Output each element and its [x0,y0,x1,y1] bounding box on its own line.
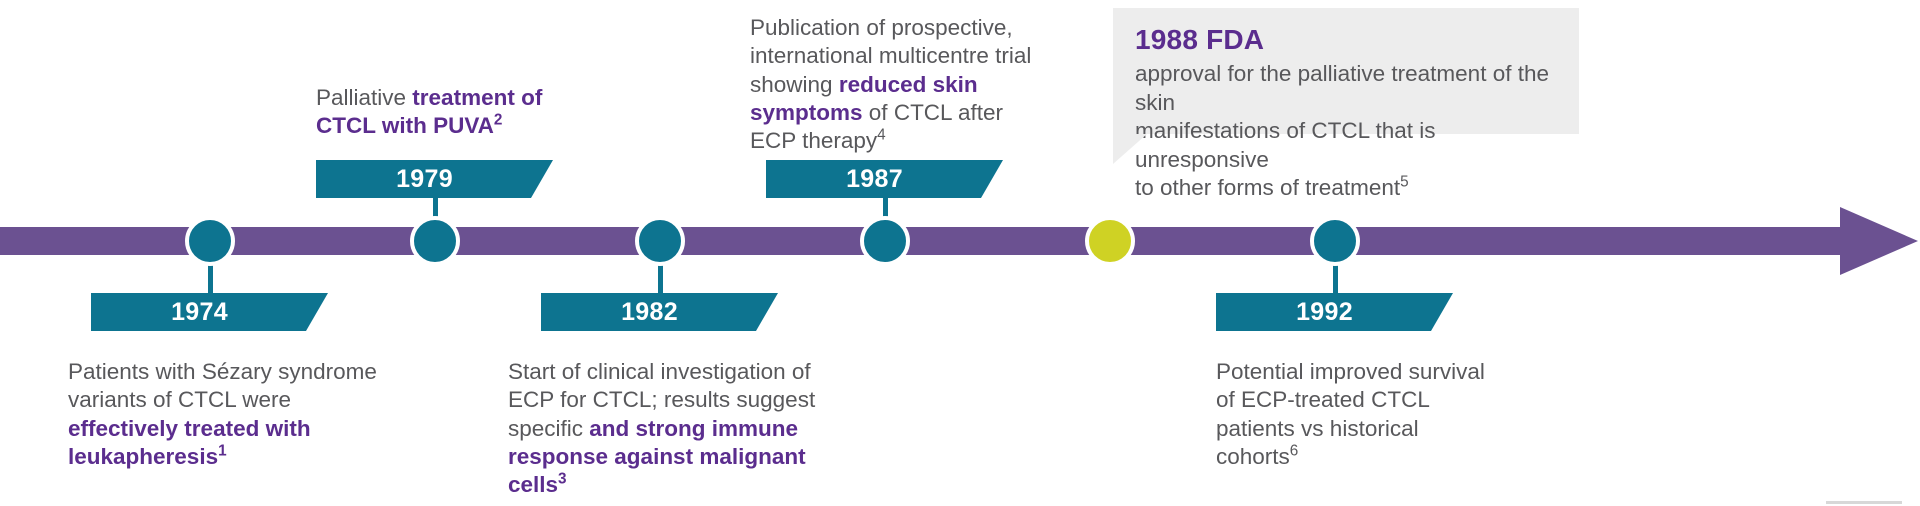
year-label-1974: 1974 [171,297,228,326]
timeline-node-1974[interactable] [185,216,235,266]
fda-callout-title: 1988 FDA [1135,24,1265,55]
caption-1987-line-3: showing [750,71,839,97]
caption-1974-line-2: variants of CTCL were [68,387,291,413]
caption-1987-line-1: Publication of prospective, [750,15,1013,40]
year-label-1979: 1979 [396,164,453,193]
timeline-node-1979[interactable] [410,216,460,266]
year-label-1987: 1987 [846,164,903,193]
caption-1992: Potential improved survival of ECP-treat… [1216,358,1516,471]
year-ribbon-1982[interactable]: 1982 [541,293,778,331]
caption-1982-line-2: ECP for CTCL; results suggest [508,387,816,413]
caption-1992-line-2: of ECP-treated CTCL [1216,387,1430,413]
caption-1987-emphasis-1: reduced skin [838,71,978,97]
fda-callout-line-3: to other forms of treatment [1135,175,1401,201]
year-ribbon-1979[interactable]: 1979 [316,160,553,198]
caption-1992-line-4: cohorts [1216,444,1290,470]
caption-1974: Patients with Sézary syndrome variants o… [68,358,378,471]
timeline-axis-bar [0,227,1852,255]
fda-callout-line-2: manifestations of CTCL that is unrespons… [1135,118,1436,172]
caption-1982-line-3: specific [508,415,590,441]
caption-1987-line-5: ECP therapy [750,128,878,154]
fda-callout-ref: 5 [1400,173,1409,191]
fda-callout-pointer [1113,134,1147,164]
caption-1979-emphasis-1: treatment of [412,85,543,110]
caption-1982-emphasis-3: cells [508,472,559,498]
caption-1974-line-1: Patients with Sézary syndrome [68,359,377,384]
year-ribbon-1987[interactable]: 1987 [766,160,1003,198]
caption-1982-emphasis-2: response against malignant [508,444,806,470]
caption-1992-line-3: patients vs historical [1216,415,1419,441]
stem-1992 [1333,255,1338,305]
fda-callout-box: 1988 FDA approval for the palliative tre… [1113,8,1579,200]
caption-1987: Publication of prospective, internationa… [750,14,1050,156]
stem-1987 [883,173,888,228]
caption-1987-ref: 4 [877,126,886,144]
caption-1987-line-4: of CTCL after [862,100,1004,126]
caption-1982-line-1: Start of clinical investigation of [508,359,811,384]
fda-callout-body: approval for the palliative treatment of… [1135,60,1557,203]
corner-rule [1826,501,1902,504]
caption-1982-ref: 3 [558,470,567,488]
caption-1979: Palliative treatment of CTCL with PUVA2 [316,84,616,141]
caption-1987-line-2: international multicentre trial [750,43,1032,69]
caption-1974-ref: 1 [218,442,227,460]
year-ribbon-1974[interactable]: 1974 [91,293,328,331]
timeline-node-1982[interactable] [635,216,685,266]
stem-1982 [658,255,663,305]
caption-1987-emphasis-2: symptoms [750,100,863,126]
caption-1979-ref: 2 [493,111,503,129]
year-label-1982: 1982 [621,297,678,326]
year-label-1992: 1992 [1296,297,1353,326]
caption-1974-emphasis-2: leukapheresis [68,444,219,470]
fda-callout-line-1: approval for the palliative treatment of… [1135,61,1549,115]
stem-1974 [208,255,213,305]
stem-1979 [433,173,438,228]
caption-1979-emphasis-2: CTCL with PUVA [316,113,494,139]
caption-1982: Start of clinical investigation of ECP f… [508,358,828,500]
caption-1982-emphasis-1: and strong immune [589,415,799,441]
timeline-arrow-icon [1840,207,1918,275]
caption-1974-emphasis-1: effectively treated with [68,415,311,441]
year-ribbon-1992[interactable]: 1992 [1216,293,1453,331]
caption-1992-line-1: Potential improved survival [1216,359,1485,384]
timeline-node-1992[interactable] [1310,216,1360,266]
timeline-node-1988[interactable] [1085,216,1135,266]
caption-1992-ref: 6 [1289,442,1299,460]
timeline-node-1987[interactable] [860,216,910,266]
caption-1979-lead: Palliative [316,85,413,110]
